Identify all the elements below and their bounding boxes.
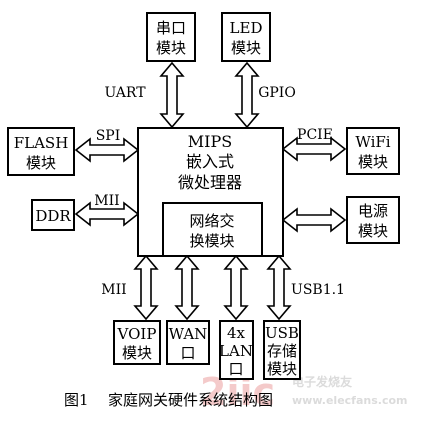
serial-module-box: [146, 12, 196, 62]
wifi-line2: 模块: [358, 153, 388, 171]
usb-line1: USB: [265, 324, 299, 342]
mii-bottom-label: MII: [101, 282, 126, 298]
usb11-label: USB1.1: [291, 282, 345, 298]
gpio-arrow: [234, 61, 260, 129]
wifi-module-box: [346, 127, 400, 175]
led-line1: LED: [230, 19, 263, 37]
lan-arrow: [223, 254, 249, 321]
usb-arrow: [266, 254, 292, 321]
serial-line2: 模块: [156, 39, 186, 57]
cpu-line1: MIPS: [188, 132, 232, 151]
spi-label: SPI: [96, 128, 121, 144]
lan-line2: LAN: [219, 342, 253, 360]
usb-line3: 模块: [267, 360, 297, 378]
pcie-arrow: [281, 136, 347, 162]
flash-line2: 模块: [26, 154, 56, 172]
wan-arrow: [174, 254, 200, 321]
voip-line1: VOIP: [117, 325, 157, 343]
watermark-site-url: www.elecfans.com: [292, 394, 407, 407]
lan-line1: 4x: [227, 324, 246, 342]
wifi-line1: WiFi: [355, 133, 390, 151]
usb-storage-box: [263, 320, 301, 380]
led-module-box: [221, 12, 271, 62]
lan-line3: 口: [228, 360, 243, 378]
serial-line1: 串口: [156, 19, 186, 37]
switch-line1: 网络交: [189, 212, 234, 230]
wan-line1: WAN: [169, 325, 208, 343]
lan-port-box: [219, 320, 254, 380]
pcie-label: PCIE: [297, 127, 333, 143]
mii-left-label: MII: [94, 193, 119, 209]
figure-caption: 家庭网关硬件系统结构图: [108, 391, 273, 409]
power-arrow: [281, 207, 347, 233]
led-line2: 模块: [231, 39, 261, 57]
flash-module-box: [7, 127, 75, 176]
usb-line2: 存储: [267, 342, 297, 360]
flash-line1: FLASH: [14, 134, 69, 152]
ddr-box: [31, 199, 75, 231]
switch-module-box: [162, 202, 263, 257]
voip-module-box: [113, 320, 161, 365]
watermark-site-name: 电子发烧友: [292, 374, 352, 389]
wan-line2: 口: [180, 344, 195, 362]
power-line2: 模块: [358, 222, 388, 240]
wan-port-box: [166, 320, 210, 365]
cpu-line3: 微处理器: [178, 173, 242, 192]
voip-line2: 模块: [122, 344, 152, 362]
power-line1: 电源: [358, 202, 388, 220]
voip-arrow: [133, 254, 159, 321]
power-module-box: [346, 196, 400, 244]
figure-number: 图1: [64, 391, 89, 409]
ddr-label: DDR: [35, 207, 71, 225]
switch-line2: 换模块: [189, 232, 234, 250]
gpio-label: GPIO: [258, 85, 296, 101]
cpu-line2: 嵌入式: [186, 152, 234, 171]
uart-label: UART: [104, 85, 146, 101]
uart-arrow: [159, 61, 185, 129]
